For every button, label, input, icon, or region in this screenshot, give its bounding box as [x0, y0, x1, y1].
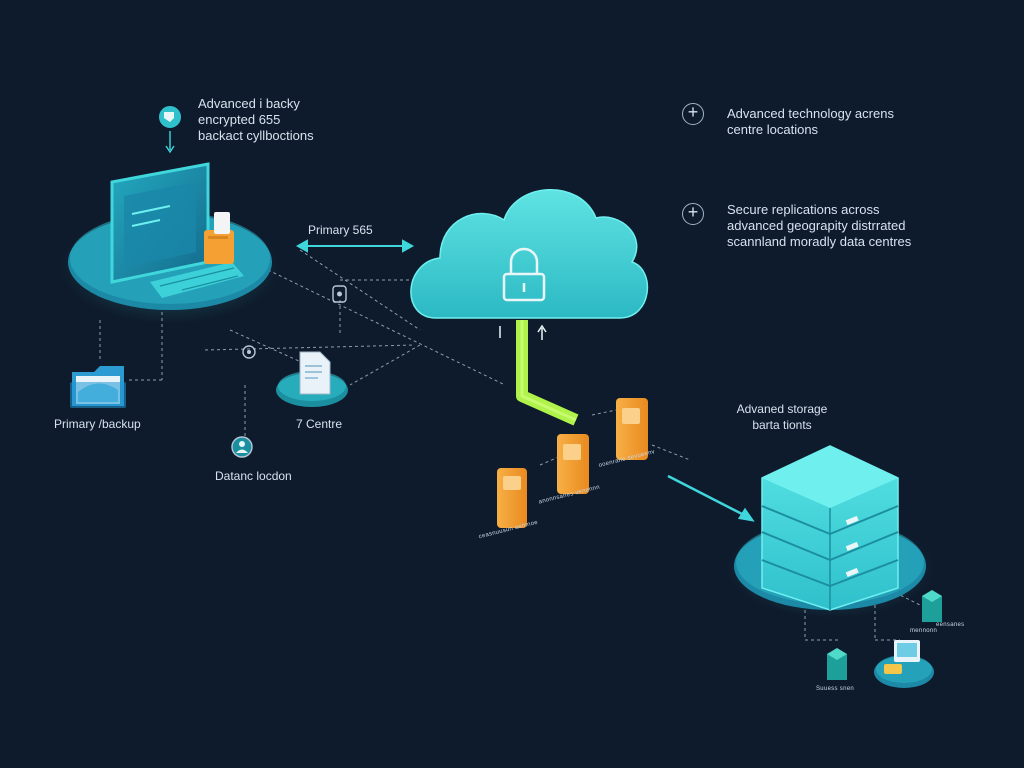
monitor-icon — [60, 162, 280, 324]
connector-line — [349, 344, 421, 386]
primary-link-arrow — [295, 239, 415, 253]
annotation-line: barta tionts — [752, 418, 812, 432]
annotation-line: Advanced i backy — [198, 96, 300, 111]
annotation-line: advanced geograpity distrrated — [727, 218, 906, 233]
terminal-icon — [874, 640, 934, 688]
connector-line — [299, 249, 421, 331]
document-icon — [276, 351, 348, 407]
annotation-line: Secure replications across — [727, 202, 880, 217]
location-label: Datanc locdon — [215, 469, 292, 483]
folder-icon — [70, 366, 126, 408]
micro-label: Suuess snen — [816, 686, 854, 692]
server-stack-icon — [726, 445, 934, 618]
top-right-annotation-2: Secure replications across advanced geog… — [727, 202, 911, 250]
sensor-icon — [242, 345, 256, 359]
annotation-line: Advanced technology acrens — [727, 106, 894, 121]
connector-line — [204, 344, 416, 351]
backup-node — [497, 468, 527, 528]
backup-node — [557, 434, 589, 494]
connector-line — [267, 269, 506, 386]
storage-link-arrow — [667, 474, 755, 522]
shield-icon — [157, 104, 183, 154]
padlock-icon — [502, 247, 546, 302]
node-cube-icon — [922, 590, 942, 622]
node-cube-icon — [827, 648, 847, 680]
centre-label: 7 Centre — [296, 417, 343, 431]
arrow-label: Primary 565 — [308, 223, 373, 237]
plus-circle-icon: + — [682, 203, 704, 225]
annotation-line: encrypted 655 — [198, 112, 281, 127]
annotation-line: Advaned storage — [736, 402, 828, 416]
storage-label: Advaned storage barta tionts — [722, 401, 842, 433]
key-icon — [332, 285, 347, 303]
backup-node — [616, 398, 648, 460]
replication-pipe — [499, 320, 579, 426]
top-right-annotation-1: Advanced technology acrens centre locati… — [727, 106, 894, 138]
folder-label: Primary /backup — [54, 417, 141, 431]
connector-line — [651, 444, 691, 461]
cloud-icon — [410, 189, 649, 319]
micro-label: eensanes — [936, 622, 965, 628]
annotation-line: scannland moradly data centres — [727, 234, 912, 249]
annotation-line: centre locations — [727, 122, 819, 137]
top-left-annotation: Advanced i backy encrypted 655 backact c… — [198, 96, 314, 144]
user-pin-icon — [231, 436, 253, 458]
plus-circle-icon: + — [682, 103, 704, 125]
annotation-line: backact cyllboctions — [198, 128, 314, 143]
micro-label: mennonn — [910, 628, 938, 634]
